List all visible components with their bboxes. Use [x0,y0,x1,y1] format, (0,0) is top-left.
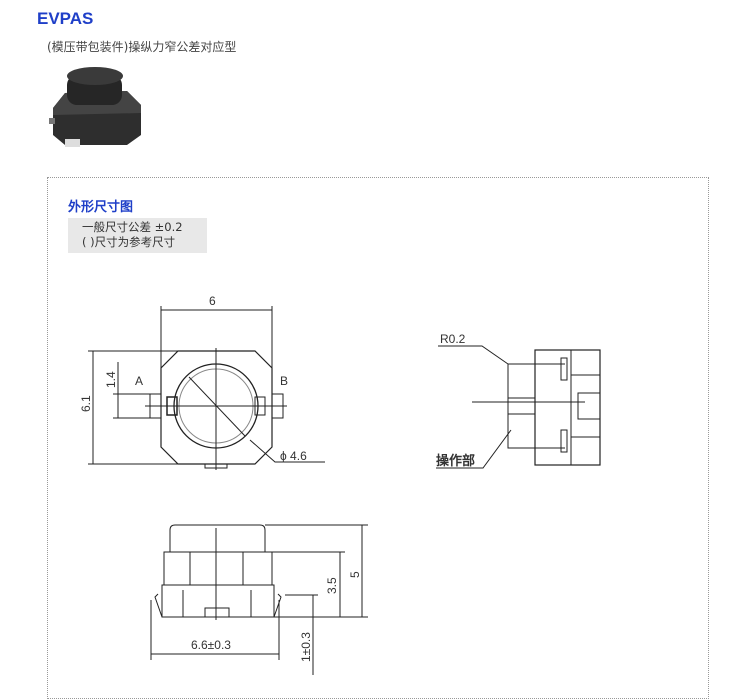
dim-pitch: 1.4 [104,371,118,388]
note-general-tolerance: 一般尺寸公差 ±0.2 [82,220,183,234]
dim-lead-height: 1±0.3 [299,632,313,662]
tolerance-notes: 一般尺寸公差 ±0.2 ( )尺寸为参考尺寸 [68,218,207,253]
front-view [150,524,368,675]
top-view [88,306,325,470]
dim-diameter: ϕ 4.6 [280,449,307,463]
dim-total-height: 5 [348,571,362,578]
product-photo [49,67,141,147]
product-title: EVPAS [37,9,94,28]
actuator-label: 操作部 [436,453,475,468]
dim-height: 6.1 [79,395,93,412]
side-view [436,345,601,469]
dim-body-height: 3.5 [325,577,339,594]
terminal-b-label: B [280,374,288,388]
dim-width: 6 [209,294,216,308]
terminal-a-label: A [135,374,143,388]
dim-radius: R0.2 [440,332,466,346]
section-title: 外形尺寸图 [68,200,134,215]
product-subtitle: (模压带包装件)操纵力窄公差对应型 [47,40,237,54]
note-reference-dims: ( )尺寸为参考尺寸 [82,235,176,249]
dim-lead-span: 6.6±0.3 [191,638,231,652]
